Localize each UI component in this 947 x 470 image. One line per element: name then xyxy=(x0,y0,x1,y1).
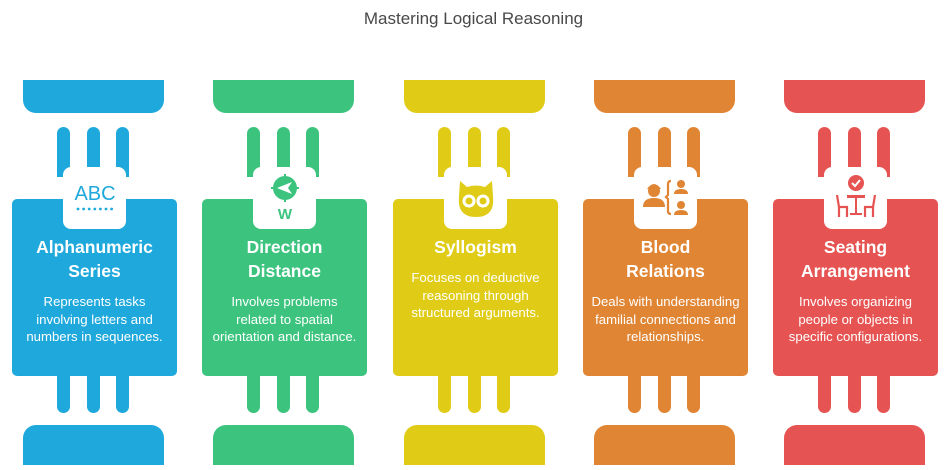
icon-badge xyxy=(634,167,697,229)
top-prong xyxy=(306,127,319,177)
bottom-prong xyxy=(877,370,890,413)
bottom-prong xyxy=(87,370,100,413)
top-prong xyxy=(628,127,641,177)
top-prong xyxy=(468,127,481,177)
top-prong xyxy=(247,127,260,177)
bottom-cap xyxy=(23,425,164,465)
top-prong xyxy=(277,127,290,177)
top-cap xyxy=(23,80,164,113)
top-prong xyxy=(87,127,100,177)
heading-line-2: Arrangement xyxy=(801,261,910,281)
bottom-prong xyxy=(848,370,861,413)
heading-line-1: Direction xyxy=(246,237,323,257)
diagram-title: Mastering Logical Reasoning xyxy=(363,9,584,28)
category-column-2: Direction Distance Involves problems rel… xyxy=(202,0,367,470)
category-description: Focuses on deductive reasoning through s… xyxy=(411,270,540,320)
compass-icon: W xyxy=(265,173,305,223)
bottom-cap xyxy=(213,425,354,465)
top-prong xyxy=(57,127,70,177)
category-column-4: Blood Relations Deals with understanding… xyxy=(583,0,748,470)
category-heading: Syllogism xyxy=(393,235,558,259)
bottom-prong xyxy=(658,370,671,413)
family-tree-icon xyxy=(641,175,691,221)
top-cap xyxy=(213,80,354,113)
svg-text:ABC: ABC xyxy=(74,183,115,205)
heading-line-2: Series xyxy=(68,261,121,281)
icon-badge xyxy=(444,167,507,229)
category-heading: Seating Arrangement xyxy=(773,235,938,283)
bottom-prong xyxy=(497,370,510,413)
heading-line-1: Blood xyxy=(640,237,691,257)
top-prong xyxy=(438,127,451,177)
top-cap xyxy=(784,80,925,113)
bottom-prong xyxy=(247,370,260,413)
category-description: Deals with understanding familial connec… xyxy=(591,294,740,344)
heading-line-1: Alphanumeric xyxy=(36,237,153,257)
category-description: Involves organizing people or objects in… xyxy=(788,294,923,344)
category-description: Involves problems related to spatial ori… xyxy=(212,294,357,344)
bottom-prong xyxy=(306,370,319,413)
svg-text:W: W xyxy=(277,206,292,223)
category-heading: Blood Relations xyxy=(583,235,748,283)
top-prong xyxy=(877,127,890,177)
top-prong xyxy=(497,127,510,177)
category-column-3: Syllogism Focuses on deductive reasoning… xyxy=(393,0,558,470)
top-prong xyxy=(818,127,831,177)
category-description: Represents tasks involving letters and n… xyxy=(26,294,163,344)
category-column-5: Seating Arrangement Involves organizing … xyxy=(773,0,938,470)
heading-line-1: Seating xyxy=(823,237,888,257)
top-prong xyxy=(658,127,671,177)
category-column-1: Alphanumeric Series Represents tasks inv… xyxy=(12,0,177,470)
bottom-prong xyxy=(818,370,831,413)
top-prong xyxy=(116,127,129,177)
bottom-prong xyxy=(628,370,641,413)
top-prong xyxy=(848,127,861,177)
bottom-prong xyxy=(468,370,481,413)
heading-line-1: Syllogism xyxy=(434,237,517,257)
category-heading: Alphanumeric Series xyxy=(12,235,177,283)
category-heading: Direction Distance xyxy=(202,235,367,283)
category-card: Alphanumeric Series Represents tasks inv… xyxy=(12,199,177,376)
bottom-prong xyxy=(277,370,290,413)
bottom-prong xyxy=(687,370,700,413)
top-cap xyxy=(594,80,735,113)
icon-badge: W xyxy=(253,167,316,229)
bottom-cap xyxy=(784,425,925,465)
icon-badge: ABC xyxy=(63,167,126,229)
bottom-cap xyxy=(404,425,545,465)
heading-line-2: Relations xyxy=(626,261,705,281)
bottom-prong xyxy=(57,370,70,413)
bottom-cap xyxy=(594,425,735,465)
heading-line-2: Distance xyxy=(248,261,321,281)
bottom-prong xyxy=(438,370,451,413)
top-cap xyxy=(404,80,545,113)
abc-letters-icon: ABC xyxy=(70,178,120,218)
table-chairs-icon xyxy=(831,173,881,223)
top-prong xyxy=(687,127,700,177)
icon-badge xyxy=(824,167,887,229)
bottom-prong xyxy=(116,370,129,413)
owl-icon xyxy=(453,175,499,221)
